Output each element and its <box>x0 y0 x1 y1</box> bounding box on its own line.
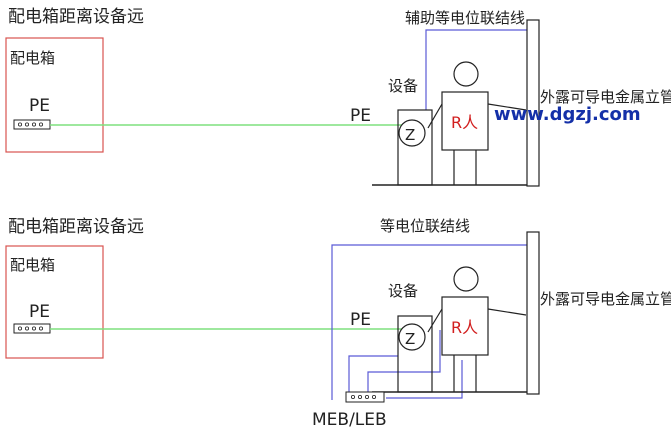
svg-text:Z: Z <box>405 330 415 348</box>
top-pipe-label: 外露可导电金属立管 <box>540 88 671 106</box>
bottom-bond-to-equipment <box>348 355 398 392</box>
bottom-pe-terminal-block <box>13 323 51 334</box>
bottom-pe-conductor-label: PE <box>350 310 371 330</box>
bottom-pipe-label: 外露可导电金属立管 <box>540 290 671 308</box>
top-bonding-conductor <box>425 29 527 110</box>
top-distance-note: 配电箱距离设备远 <box>8 7 144 27</box>
bottom-box-label: 配电箱 <box>10 256 55 274</box>
top-person-resistance: R人 <box>451 113 478 132</box>
top-person <box>427 61 527 185</box>
bottom-person-resistance: R人 <box>451 318 478 337</box>
meb-terminal-block <box>345 391 385 403</box>
bottom-equipment: Z <box>397 315 433 393</box>
bottom-metal-pipe <box>526 231 540 395</box>
bottom-bond-label: 等电位联结线 <box>380 217 470 235</box>
meb-label: MEB/LEB <box>312 410 387 430</box>
top-equipment: Z <box>397 109 433 186</box>
bottom-distribution-box <box>5 245 104 359</box>
top-pe-terminal-block <box>13 119 51 130</box>
bottom-bond-to-frame <box>367 330 441 392</box>
bottom-pe-terminal-label: PE <box>29 302 50 322</box>
bottom-diagram: 配电箱距离设备远 配电箱 PE PE 等电位联结线 设备 Z <box>5 217 671 430</box>
top-equipment-label: 设备 <box>388 77 418 95</box>
bottom-person <box>427 266 527 392</box>
bottom-distance-note: 配电箱距离设备远 <box>8 217 144 237</box>
top-diagram: 配电箱距离设备远 配电箱 PE PE 辅助等电位联结线 设备 Z <box>5 7 671 187</box>
top-metal-pipe <box>526 19 540 187</box>
top-box-label: 配电箱 <box>10 49 55 67</box>
top-distribution-box <box>5 37 104 153</box>
top-pe-conductor-label: PE <box>350 106 371 126</box>
bottom-bonding-conductor-main <box>331 244 527 400</box>
top-bond-label: 辅助等电位联结线 <box>405 9 525 27</box>
top-pe-terminal-label: PE <box>29 96 50 116</box>
bottom-equipment-label: 设备 <box>388 282 418 300</box>
bottom-bond-to-floor <box>386 360 463 399</box>
watermark: www.dgzj.com <box>494 104 641 125</box>
svg-text:Z: Z <box>405 126 415 144</box>
